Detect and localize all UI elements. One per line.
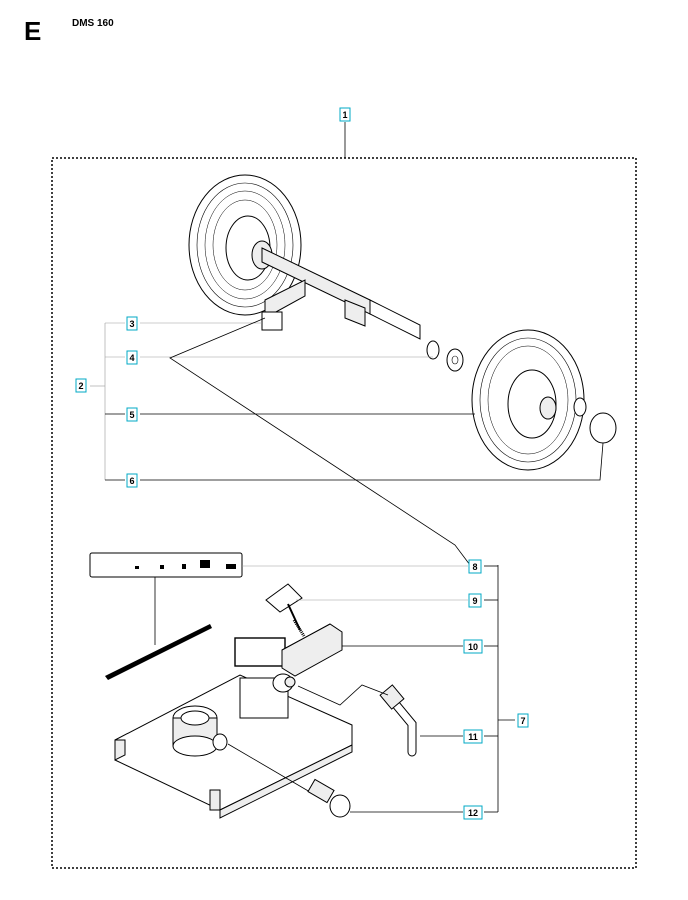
svg-text:12: 12 bbox=[468, 808, 478, 818]
svg-text:10: 10 bbox=[468, 642, 478, 652]
l-pin bbox=[379, 684, 417, 757]
clamp-screw bbox=[307, 778, 351, 818]
leader-11-path bbox=[297, 684, 389, 706]
svg-text:8: 8 bbox=[472, 562, 477, 572]
washer-b bbox=[446, 348, 464, 372]
decal-label bbox=[89, 552, 243, 578]
axle-bar bbox=[261, 247, 421, 340]
assembly-connector-line bbox=[169, 317, 471, 566]
front-wheel bbox=[471, 329, 585, 471]
washer-a bbox=[426, 340, 440, 360]
callout-5: 5 bbox=[126, 407, 138, 422]
sliding-bar bbox=[281, 623, 343, 677]
rear-wheel bbox=[188, 174, 302, 316]
section-letter: E bbox=[24, 16, 42, 46]
hub-cap bbox=[589, 412, 617, 444]
model-name: DMS 160 bbox=[72, 18, 114, 29]
svg-text:11: 11 bbox=[468, 732, 478, 742]
svg-text:5: 5 bbox=[129, 410, 134, 420]
clamp-cylinder bbox=[172, 705, 228, 757]
svg-text:1: 1 bbox=[342, 110, 347, 120]
washer-c bbox=[573, 397, 587, 417]
callout-4: 4 bbox=[126, 350, 138, 365]
callout-9: 9 bbox=[468, 593, 482, 608]
base-plate bbox=[114, 674, 353, 819]
svg-text:2: 2 bbox=[78, 381, 83, 391]
assembly-frame bbox=[51, 157, 637, 869]
svg-text:6: 6 bbox=[129, 476, 134, 486]
callout-7: 7 bbox=[517, 713, 529, 728]
callout-10: 10 bbox=[463, 639, 483, 654]
callout-8: 8 bbox=[468, 559, 482, 574]
svg-text:4: 4 bbox=[129, 353, 134, 363]
callout-2: 2 bbox=[75, 378, 87, 393]
callout-3: 3 bbox=[126, 316, 138, 331]
callout-6: 6 bbox=[126, 473, 138, 488]
t-knob bbox=[265, 583, 306, 637]
callout-12: 12 bbox=[463, 805, 483, 820]
svg-text:9: 9 bbox=[472, 596, 477, 606]
svg-text:3: 3 bbox=[129, 319, 134, 329]
callout-1: 1 bbox=[339, 107, 351, 122]
decal-strip bbox=[105, 624, 212, 680]
svg-text:7: 7 bbox=[520, 716, 525, 726]
leader-6 bbox=[140, 442, 604, 481]
callout-11: 11 bbox=[463, 729, 483, 744]
column-top-frame bbox=[234, 637, 286, 667]
